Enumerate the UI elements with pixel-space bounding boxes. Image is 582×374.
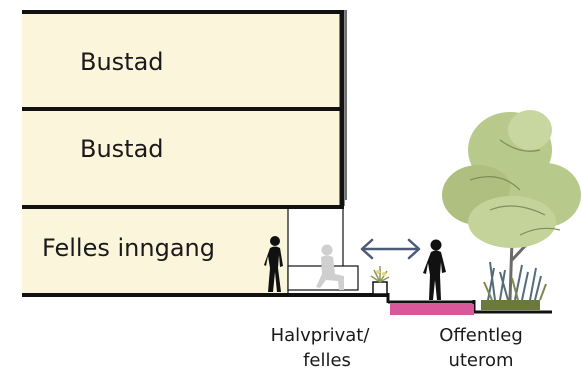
zone-label-semi-private-line1: Halvprivat/: [271, 325, 371, 346]
floor-label-ground: Felles inngang: [42, 234, 215, 262]
zone-label-public-line2: uterom: [448, 350, 513, 371]
plant-icon: [370, 266, 390, 295]
planter: [481, 261, 547, 310]
zone-label-public-line1: Offentleg: [439, 325, 523, 346]
zone-label-semi-private-line2: felles: [303, 350, 351, 371]
person-ghost-icon: [316, 244, 344, 290]
tree-icon: [442, 110, 581, 301]
double-arrow-icon: [360, 238, 421, 260]
floor-top: [22, 12, 342, 108]
floor-middle: [22, 110, 342, 206]
person-icon: [423, 239, 446, 300]
public-ground-strip: [390, 304, 474, 315]
floor-label-top: Bustad: [80, 48, 164, 76]
floor-ground: [22, 208, 288, 294]
floor-label-middle: Bustad: [80, 135, 164, 163]
person-icon: [264, 236, 283, 292]
